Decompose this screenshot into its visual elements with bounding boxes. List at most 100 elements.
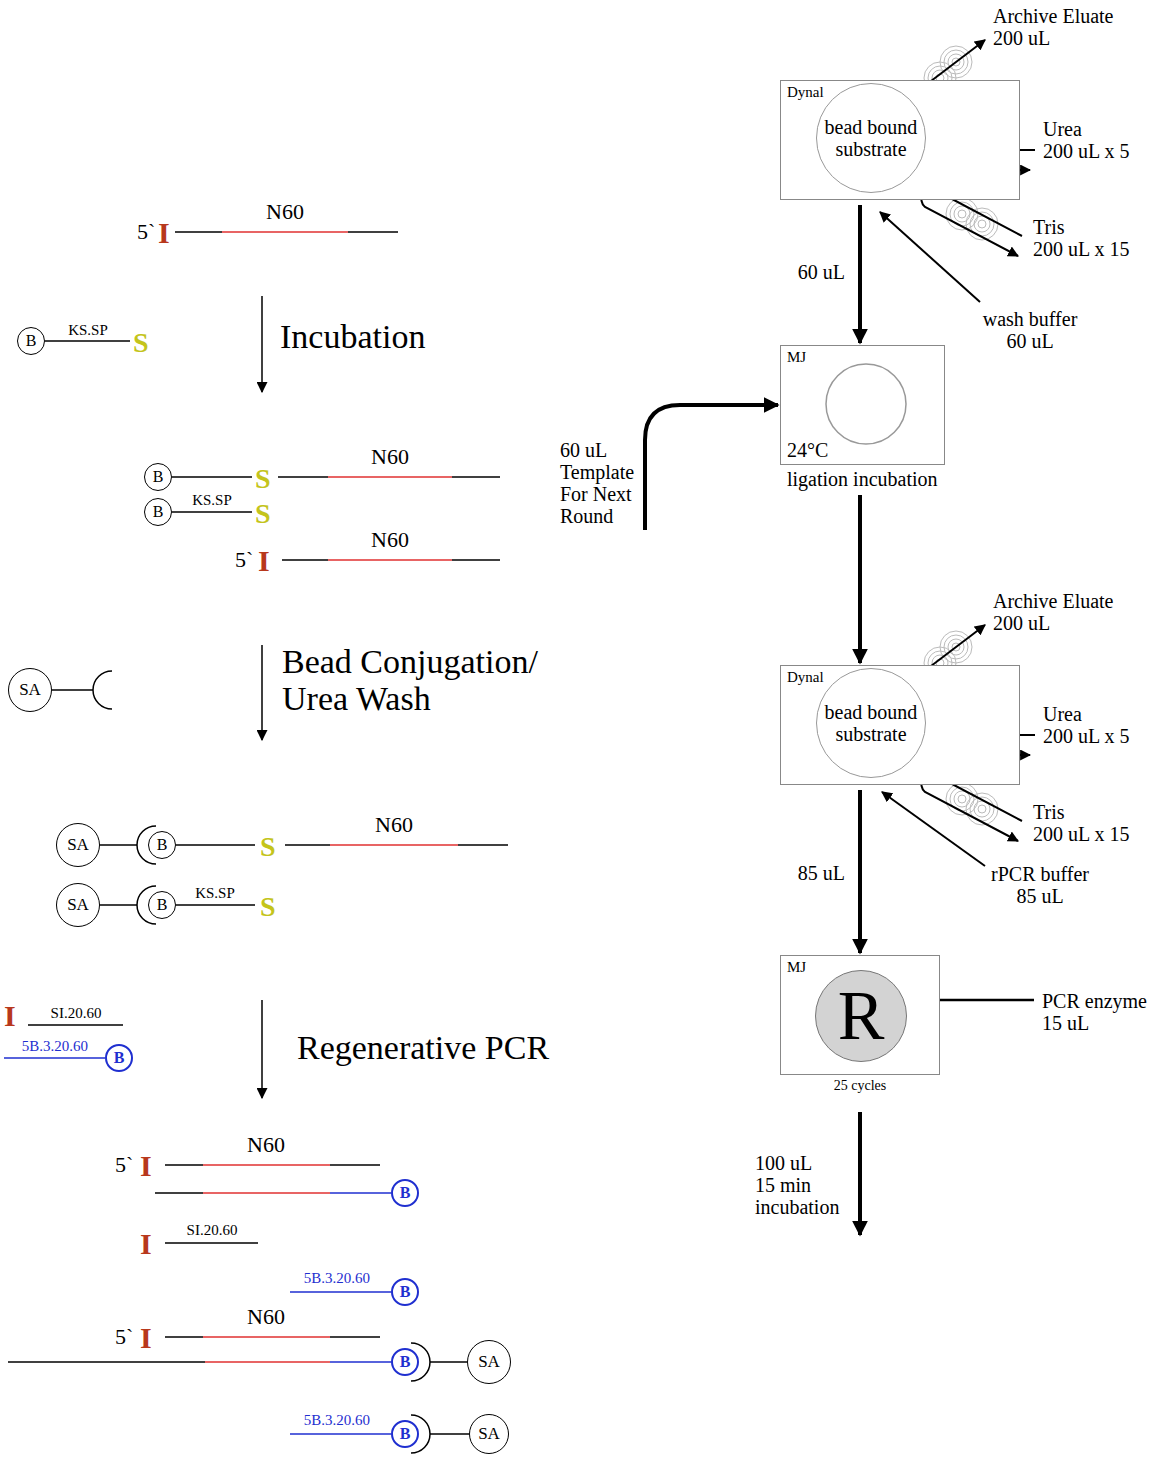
strand-line <box>205 1361 330 1363</box>
text-label: N60 <box>371 528 409 552</box>
text-line: 200 uL x 15 <box>1033 238 1129 260</box>
strand-line <box>165 1164 203 1166</box>
flow-swirl <box>978 805 986 813</box>
text-line: Bead Conjugation/ <box>282 643 538 680</box>
node-text: MJ <box>787 349 806 366</box>
text-label: N60 <box>247 1133 285 1157</box>
text-label: rPCR buffer 85 uL <box>991 863 1089 907</box>
well-outline <box>826 364 906 444</box>
streptavidin-bead: SA <box>56 823 100 867</box>
biotin-tag: B <box>391 1278 420 1307</box>
strand-line <box>330 1164 380 1166</box>
bead-well: bead bound substrate <box>816 668 927 779</box>
edge-label: 85 uL <box>795 861 848 885</box>
text-label: SI.20.60 <box>187 1222 238 1239</box>
text-line: bead bound <box>825 116 918 138</box>
text-label: N60 <box>266 200 304 224</box>
text-line: PCR enzyme <box>1042 990 1147 1012</box>
biotin-tag: B <box>148 831 177 860</box>
strand-line <box>8 1361 205 1363</box>
strand-line <box>330 1192 391 1194</box>
text-label: KS.SP <box>195 885 235 902</box>
text-label: 5` <box>115 1325 133 1349</box>
text-label: N60 <box>247 1305 285 1329</box>
strand-line <box>176 904 255 906</box>
biotin-tag: B <box>144 498 173 527</box>
biotin-tag: B <box>105 1044 134 1073</box>
node-text: B <box>153 503 164 521</box>
text-line: incubation <box>755 1196 839 1218</box>
strand-line <box>430 1361 467 1363</box>
flow-swirl <box>958 795 966 803</box>
text-label: I <box>158 216 170 249</box>
text-label: SI.20.60 <box>51 1005 102 1022</box>
text-label: I <box>140 1321 152 1354</box>
thermocycler: MJ24°Cligation incubation <box>780 345 945 465</box>
node-text: R <box>838 981 885 1051</box>
text-line: rPCR buffer <box>991 863 1089 885</box>
text-label: Regenerative PCR <box>297 1029 549 1066</box>
text-label: 5B.3.20.60 <box>304 1270 370 1287</box>
strand-line <box>100 844 137 846</box>
text-label: Bead Conjugation/ Urea Wash <box>282 643 538 718</box>
reaction-well: R <box>815 970 907 1062</box>
flow-swirl <box>946 783 978 815</box>
strand-line <box>203 1164 330 1166</box>
strand-line <box>290 1291 391 1293</box>
biotin-tag: B <box>17 327 46 356</box>
step-arrow <box>261 296 263 392</box>
text-line: wash buffer <box>983 308 1078 330</box>
text-label: PCR enzyme 15 uL <box>1042 990 1147 1034</box>
text-label: 60 uL Template For Next Round <box>560 439 634 527</box>
flow-swirl <box>954 791 970 807</box>
biotin-tag: B <box>144 463 173 492</box>
flow-swirl <box>966 793 998 825</box>
streptavidin-bead: SA <box>56 883 100 927</box>
text-line: bead bound <box>825 701 918 723</box>
flow-swirl <box>978 220 986 228</box>
text-label: 5B.3.20.60 <box>304 1412 370 1429</box>
strand-line <box>285 844 330 846</box>
text-label: Tris 200 uL x 15 <box>1033 801 1129 845</box>
text-label: S <box>133 328 149 359</box>
flow-arrow <box>858 205 862 343</box>
text-label: I <box>140 1149 152 1182</box>
text-label: N60 <box>371 445 409 469</box>
text-label: KS.SP <box>68 322 108 339</box>
strand-line <box>175 231 222 233</box>
strand-line <box>172 476 252 478</box>
strand-line <box>328 559 452 561</box>
text-label: Tris 200 uL x 15 <box>1033 216 1129 260</box>
text-line: substrate <box>825 723 918 745</box>
text-label: 5` <box>137 220 155 244</box>
text-line: Tris <box>1033 801 1129 823</box>
node-text: B <box>400 1283 411 1301</box>
text-line: 200 uL x 5 <box>1043 140 1129 162</box>
node-text: B <box>157 896 168 914</box>
magnet-station: Dynalbead bound substrate <box>780 80 1020 200</box>
biotin-tag: B <box>391 1348 420 1377</box>
node-text: B <box>114 1049 125 1067</box>
strand-line <box>45 340 130 342</box>
strand-line <box>430 1433 469 1435</box>
text-line: Urea <box>1043 703 1129 725</box>
binding-bracket <box>93 671 112 709</box>
flow-arrow <box>858 495 862 663</box>
text-line: 200 uL <box>993 27 1114 49</box>
strand-line <box>176 844 255 846</box>
node-text: SA <box>67 836 89 855</box>
text-line: Template <box>560 461 634 483</box>
strand-line <box>328 476 452 478</box>
node-text: B <box>400 1425 411 1443</box>
streptavidin-bead: SA <box>469 1414 509 1454</box>
strand-line <box>348 231 398 233</box>
text-label: 5` <box>115 1153 133 1177</box>
strand-line <box>100 904 137 906</box>
strand-line <box>452 476 500 478</box>
thermocycler: MJ25 cyclesR <box>780 955 940 1075</box>
node-text: B <box>26 332 37 350</box>
biotin-tag: B <box>148 891 177 920</box>
flow-swirl <box>954 206 970 222</box>
text-line: 15 min <box>755 1174 839 1196</box>
node-text: 24°C <box>787 439 828 461</box>
